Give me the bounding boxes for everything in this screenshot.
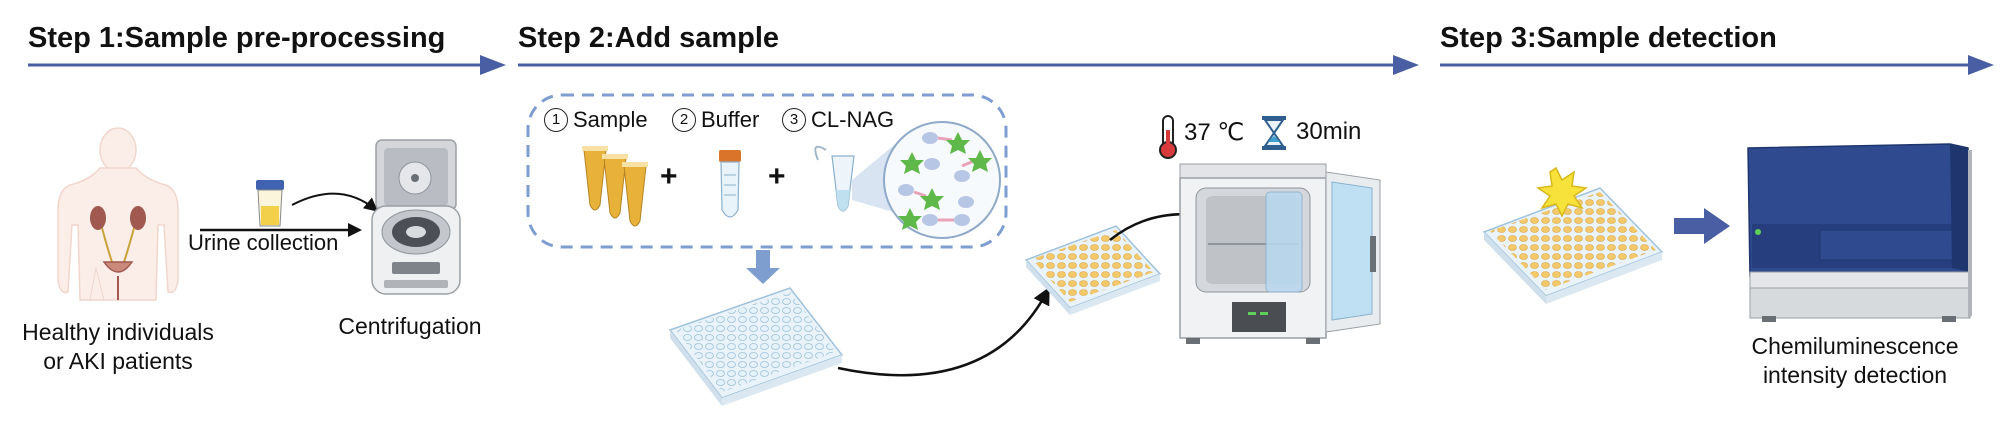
reagent-buffer: 2 Buffer xyxy=(672,107,759,133)
reagent-cl-nag-label: CL-NAG xyxy=(811,107,895,132)
thermometer-icon xyxy=(1159,115,1177,159)
incubator-icon xyxy=(1179,163,1381,344)
subject-label-line-1: Healthy individuals xyxy=(22,319,214,345)
reagent-number-1: 1 xyxy=(544,108,568,132)
detection-label: Chemiluminescence intensity detection xyxy=(1740,332,1970,390)
detection-plate-icon xyxy=(1482,187,1664,304)
step-3-title: Step 3:Sample detection xyxy=(1440,22,1777,54)
subject-label: Healthy individuals or AKI patients xyxy=(8,318,228,376)
reagent-number-2: 2 xyxy=(672,108,696,132)
reagent-sample-label: Sample xyxy=(573,107,648,132)
buffer-tube-icon xyxy=(719,150,741,218)
add-to-plate-arrow xyxy=(746,250,780,284)
molecule-zoom-icon xyxy=(883,121,1001,239)
time-label: 30min xyxy=(1296,118,1362,145)
luminescence-flash-icon xyxy=(1535,166,1589,218)
plus-sign-1: + xyxy=(660,160,678,193)
incubation-plate-icon xyxy=(1024,225,1162,315)
centrifuge-icon xyxy=(371,139,461,295)
step-2-arrow xyxy=(518,55,1419,75)
step-1-title: Step 1:Sample pre-processing xyxy=(28,22,446,54)
reagent-buffer-label: Buffer xyxy=(701,107,760,132)
human-body-icon xyxy=(57,127,179,301)
temperature-label: 37 ℃ xyxy=(1184,119,1245,146)
detection-label-line-1: Chemiluminescence xyxy=(1751,333,1959,359)
detection-label-line-2: intensity detection xyxy=(1762,362,1948,388)
subject-label-line-2: or AKI patients xyxy=(43,348,193,374)
reagent-sample: 1 Sample xyxy=(544,107,648,133)
plate-transfer-arrow xyxy=(837,286,1050,377)
empty-plate-icon xyxy=(668,287,844,406)
urine-cup-icon xyxy=(256,180,284,227)
hourglass-icon xyxy=(1262,116,1286,150)
chemiluminescence-reader-icon xyxy=(1747,143,1972,322)
reagent-number-3: 3 xyxy=(782,108,806,132)
sample-tubes-icon xyxy=(582,146,648,227)
urine-collection-label: Urine collection xyxy=(188,230,339,255)
reagent-cl-nag: 3 CL-NAG xyxy=(782,107,894,133)
step-1-arrow xyxy=(28,55,506,75)
detection-transfer-arrow xyxy=(1674,208,1730,244)
reagent-box xyxy=(526,93,1008,249)
urine-curve-arrow xyxy=(291,192,379,212)
plus-sign-2: + xyxy=(768,160,786,193)
centrifugation-label: Centrifugation xyxy=(338,313,482,339)
step-2-title: Step 2:Add sample xyxy=(518,22,780,54)
step-3-arrow xyxy=(1440,55,1994,75)
